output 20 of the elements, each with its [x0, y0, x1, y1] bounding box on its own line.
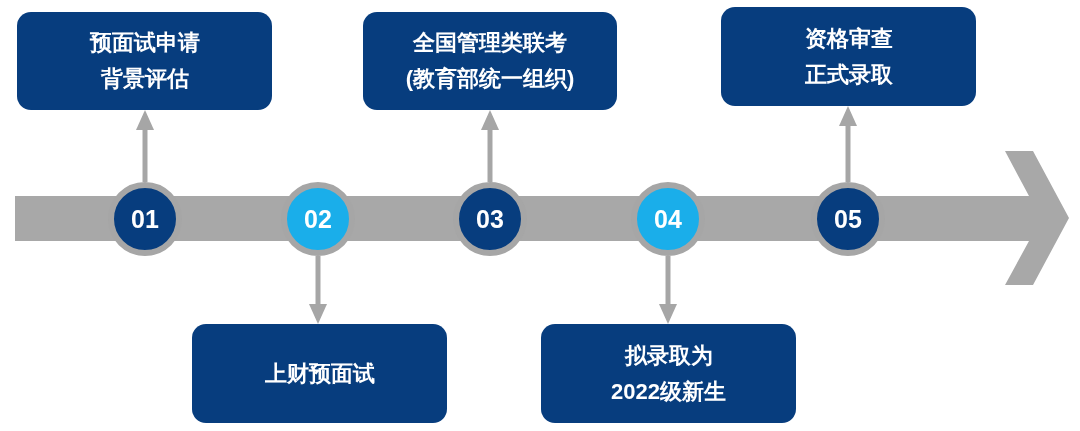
- arrow: [839, 106, 857, 182]
- arrow: [309, 256, 327, 324]
- step-box: [192, 324, 447, 423]
- step-label: 上财预面试: [264, 359, 375, 388]
- step-label: 拟录取为2022级新生: [610, 341, 727, 406]
- step-number: 04: [654, 204, 682, 234]
- step-number: 02: [304, 204, 332, 234]
- step-number: 03: [476, 204, 504, 234]
- arrow: [659, 256, 677, 324]
- step-number: 05: [834, 204, 862, 234]
- step-box: [17, 12, 272, 110]
- arrow: [136, 110, 154, 182]
- step-box: [541, 324, 796, 423]
- step-number: 01: [131, 204, 159, 234]
- step-label: 全国管理类联考(教育部统一组织): [404, 29, 576, 93]
- step-box: [363, 12, 617, 110]
- step-label: 资格审查正式录取: [803, 24, 894, 89]
- step-box: [721, 7, 976, 106]
- step-label: 预面试申请背景评估: [88, 29, 201, 93]
- arrow: [481, 110, 499, 182]
